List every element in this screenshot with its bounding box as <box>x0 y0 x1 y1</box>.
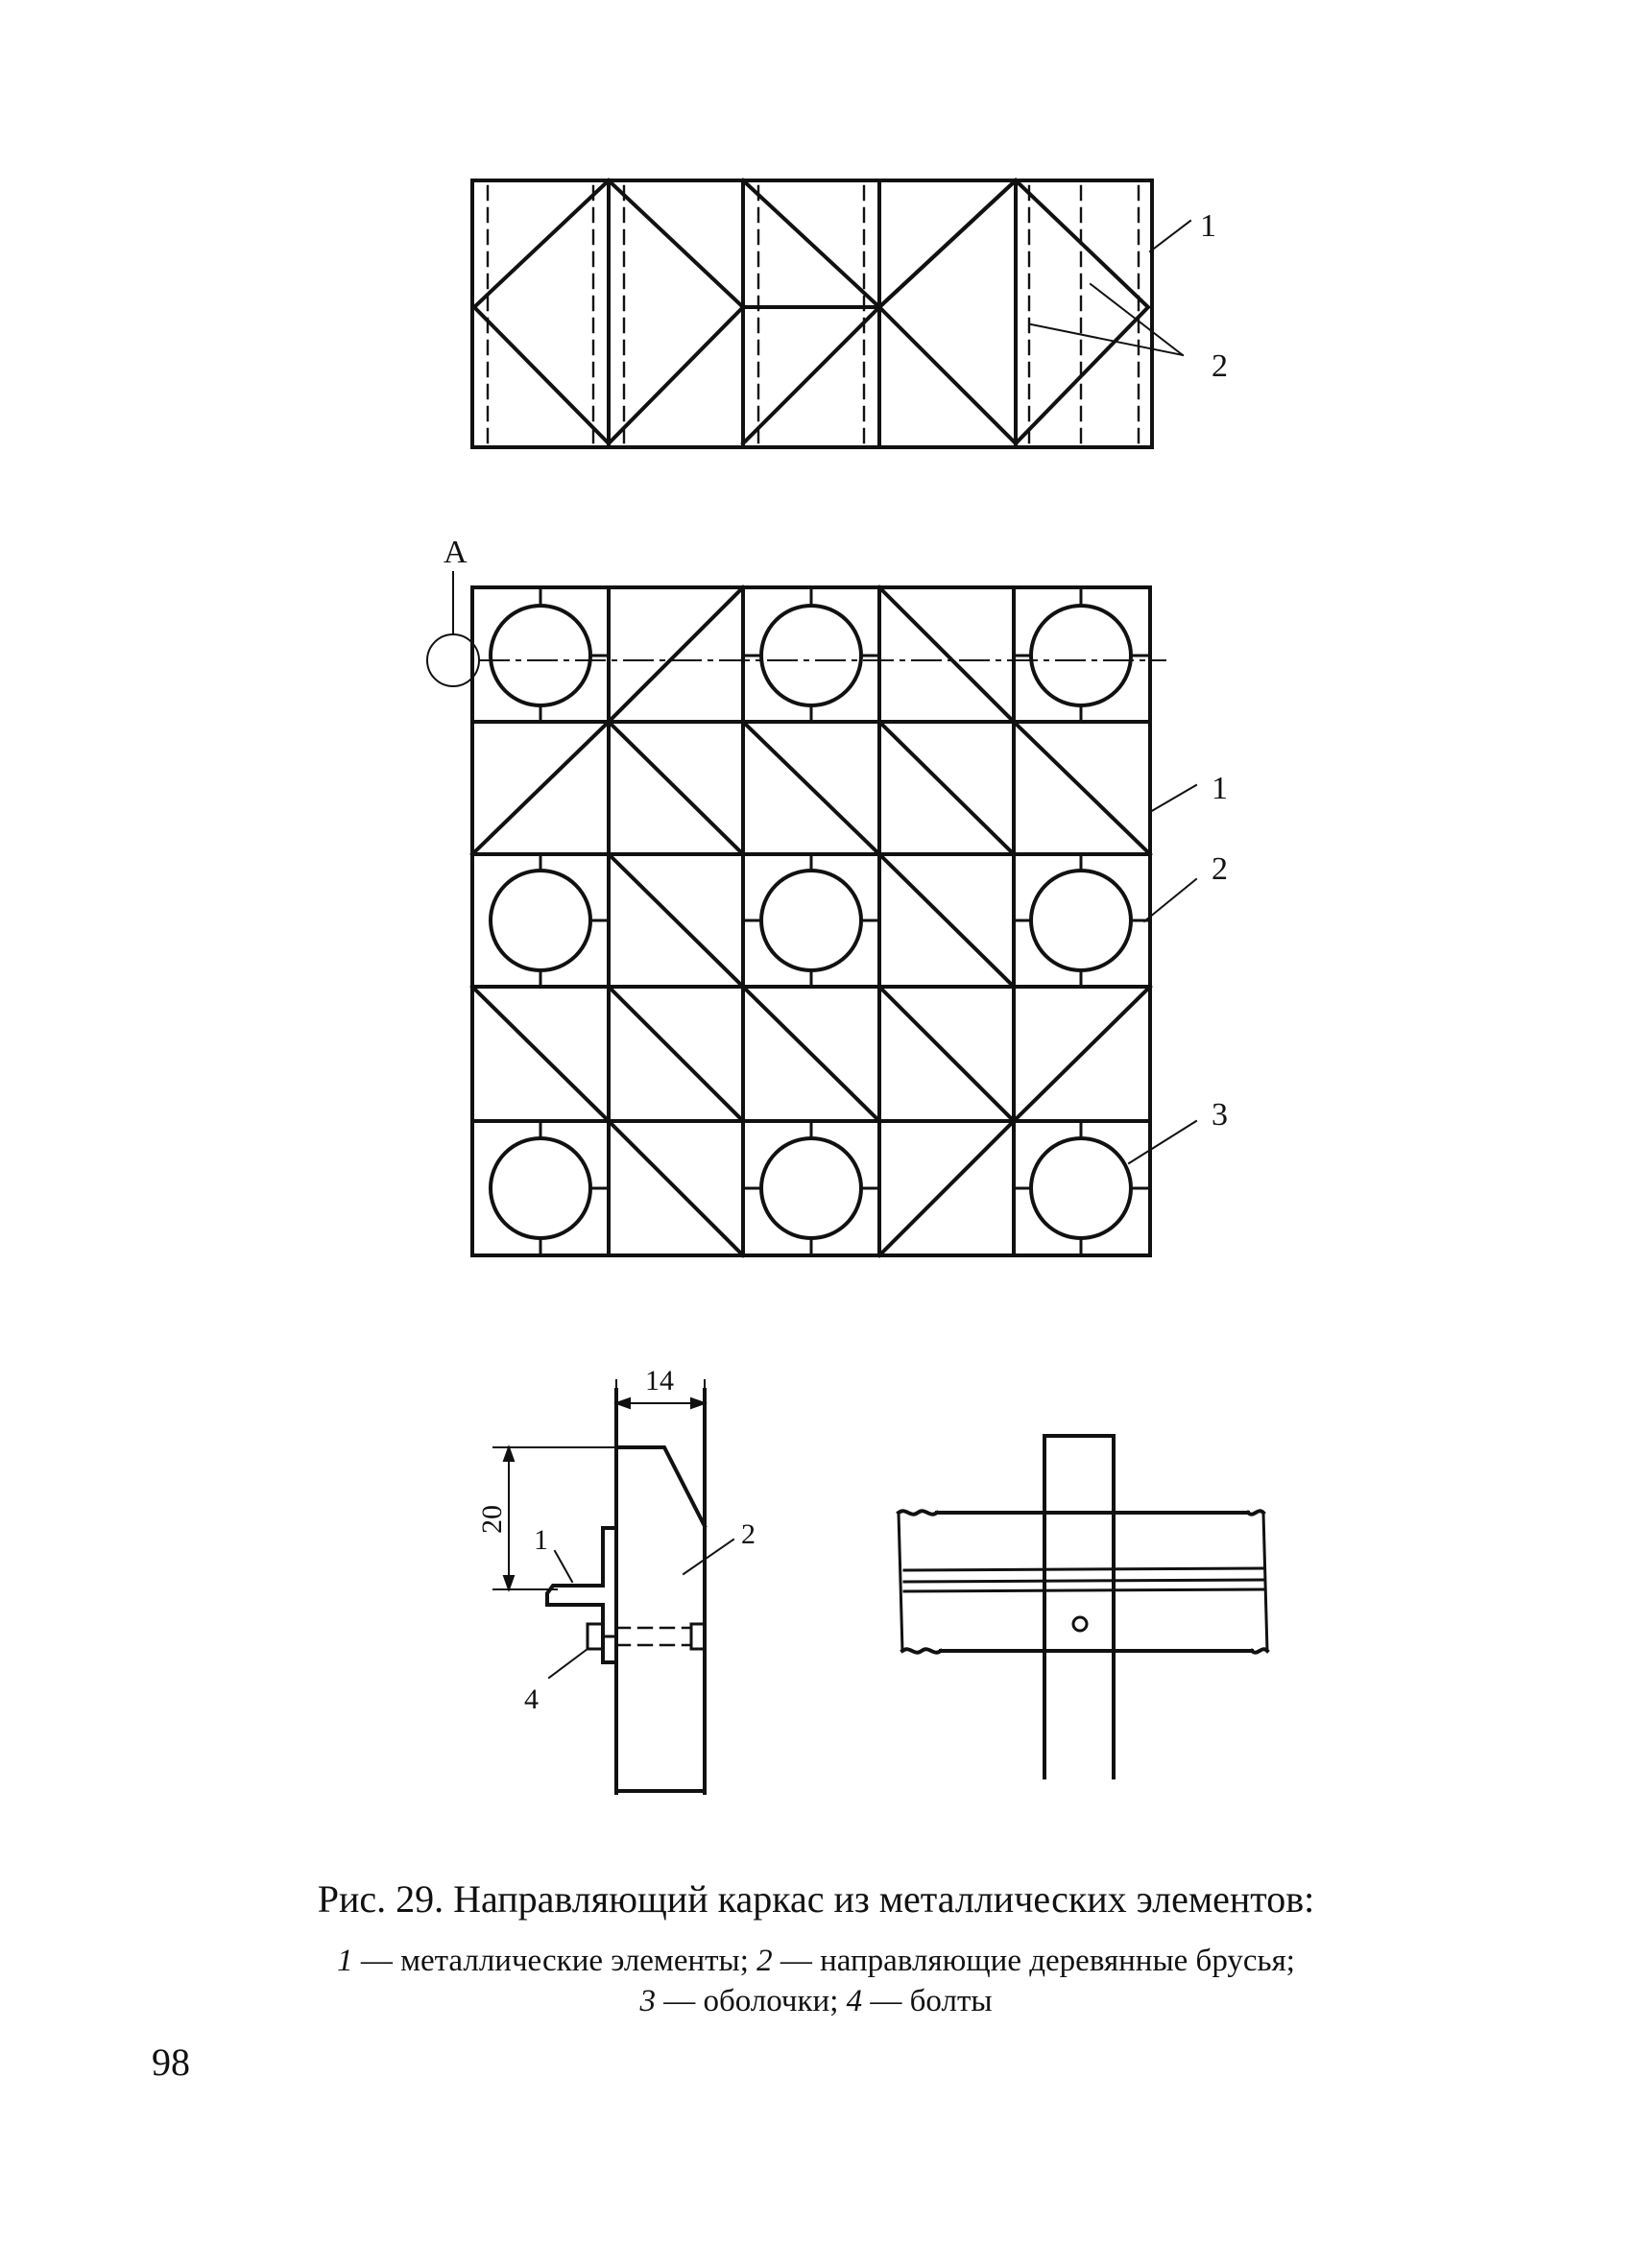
detail-front <box>896 1434 1270 1779</box>
shell <box>489 852 611 989</box>
legend-text-1: — металлические элементы; <box>352 1944 757 1978</box>
legend-line-2: 3 — оболочки; 4 — болты <box>0 1981 1632 2021</box>
dim-height-20: 20 <box>476 1505 508 1534</box>
shell <box>1012 852 1152 989</box>
shell <box>741 585 881 724</box>
detail-marker-label: A <box>444 535 468 570</box>
plan-callout-2: 2 <box>1212 851 1228 887</box>
page-number: 98 <box>152 2041 190 2084</box>
detail-callout-4: 4 <box>524 1683 539 1715</box>
legend-num-4: 4 <box>846 1984 863 2018</box>
legend-num-1: 1 <box>337 1944 353 1978</box>
bolt-nut-icon <box>1071 1615 1089 1633</box>
top-view-outline <box>470 179 1154 449</box>
figure-caption-legend: 1 — металлические элементы; 2 — направля… <box>0 1941 1632 2021</box>
top-view: 1 2 <box>470 178 1228 449</box>
plan-callout-1: 1 <box>1212 771 1228 806</box>
detail-callout-2: 2 <box>741 1518 756 1550</box>
top-callout-2: 2 <box>1212 348 1228 384</box>
shell <box>489 1119 611 1257</box>
dim-width-14: 14 <box>645 1365 674 1397</box>
legend-text-2: — направляющие деревянные брусья; <box>772 1944 1295 1978</box>
plan-view-outline <box>470 585 1152 1257</box>
shell <box>1012 1119 1152 1257</box>
legend-num-3: 3 <box>639 1984 656 2018</box>
shell <box>741 852 881 989</box>
legend-text-3: — оболочки; <box>655 1984 847 2018</box>
shell <box>489 585 611 724</box>
shell <box>741 1119 881 1257</box>
top-callout-1: 1 <box>1200 208 1216 244</box>
detail-section: 14 20 1 2 4 <box>476 1365 756 1795</box>
plan-callout-3: 3 <box>1212 1097 1228 1133</box>
figure-caption-title: Рис. 29. Направляющий каркас из металлич… <box>317 1877 1315 1921</box>
legend-num-2: 2 <box>756 1944 773 1978</box>
shell <box>1012 585 1152 724</box>
plan-view: A 1 2 3 <box>426 535 1228 1258</box>
legend-line-1: 1 — металлические элементы; 2 — направля… <box>0 1941 1632 1981</box>
legend-text-4: — болты <box>862 1984 993 2018</box>
detail-callout-1: 1 <box>534 1524 548 1556</box>
